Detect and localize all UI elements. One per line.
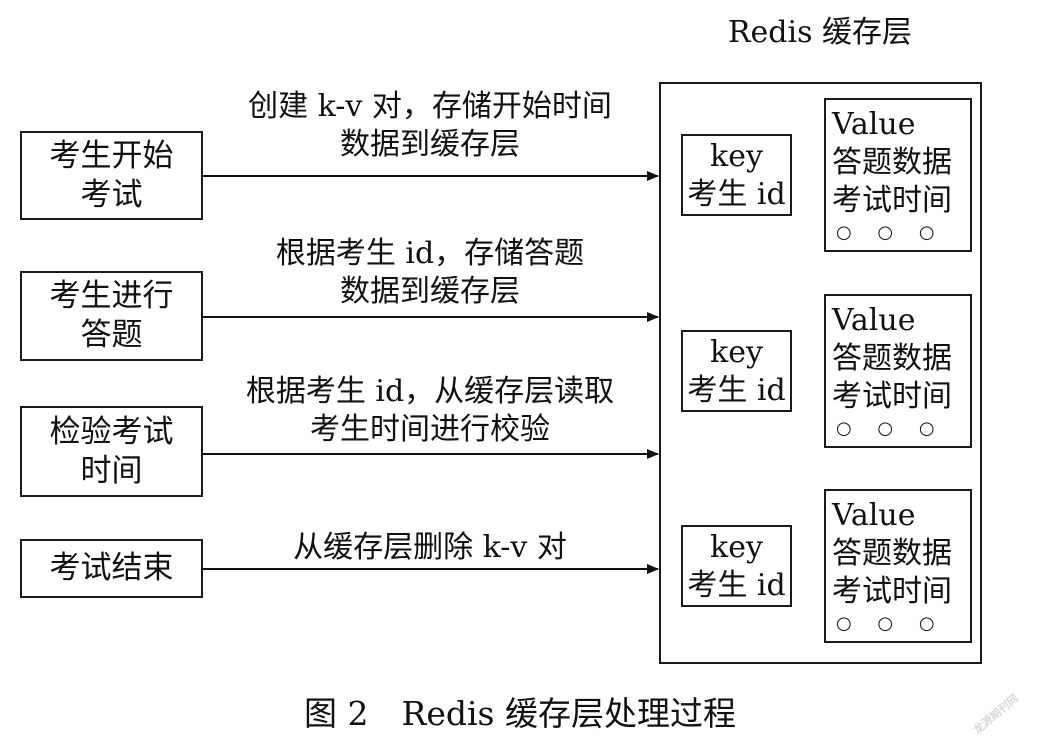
step-box-start-exam: 考生开始 考试 (20, 131, 203, 220)
ellipsis-dots: ○ ○ ○ (836, 418, 945, 439)
redis-layer-title: Redis 缓存层 (727, 15, 913, 50)
value-line: Value (832, 303, 916, 338)
arrow-label-line: 数据到缓存层 (340, 274, 520, 309)
arrow-label-answer: 根据考生 id，存储答题 数据到缓存层 (220, 235, 640, 311)
ellipsis-dots: ○ ○ ○ (836, 222, 945, 243)
key-line: 考生 id (687, 373, 786, 408)
key-line: 考生 id (687, 177, 786, 212)
step-box-line: 考试结束 (49, 550, 174, 586)
value-line: 答题数据 (832, 341, 952, 376)
arrow-label-end-exam: 从缓存层删除 k-v 对 (220, 529, 640, 567)
value-line: 答题数据 (832, 536, 952, 571)
step-box-line: 考生开始 (49, 137, 174, 174)
arrow-label-line: 根据考生 id，存储答题 (275, 236, 585, 271)
cache-value-box: Value 答题数据 考试时间 ○ ○ ○ (824, 294, 972, 448)
value-line: 考试时间 (832, 379, 952, 414)
step-box-line: 考生进行 (49, 278, 174, 314)
key-line: key (710, 335, 763, 370)
cache-value-box: Value 答题数据 考试时间 ○ ○ ○ (824, 98, 972, 252)
arrow-label-verify-time: 根据考生 id，从缓存层读取 考生时间进行校验 (220, 373, 640, 449)
arrow-label-line: 考生时间进行校验 (310, 412, 550, 447)
step-box-line: 考试 (80, 176, 143, 213)
cache-value-box: Value 答题数据 考试时间 ○ ○ ○ (824, 489, 972, 643)
arrow-label-line: 创建 k-v 对，存储开始时间 (248, 89, 612, 124)
key-line: key (710, 139, 763, 174)
arrow-label-line: 从缓存层删除 k-v 对 (293, 530, 567, 565)
value-line: 答题数据 (832, 145, 952, 180)
value-line: 考试时间 (832, 183, 952, 218)
step-box-line: 时间 (80, 452, 143, 489)
arrow-label-line: 数据到缓存层 (340, 127, 520, 162)
step-box-end-exam: 考试结束 (20, 539, 203, 598)
step-box-verify-time: 检验考试 时间 (20, 406, 203, 497)
figure-caption: 图 2 Redis 缓存层处理过程 (304, 694, 736, 733)
step-box-answer: 考生进行 答题 (20, 271, 203, 361)
step-box-line: 检验考试 (49, 413, 174, 450)
ellipsis-dots: ○ ○ ○ (836, 613, 945, 634)
redis-cache-container (659, 82, 982, 664)
value-line: 考试时间 (832, 574, 952, 609)
cache-key-box: key 考生 id (681, 330, 792, 412)
value-line: Value (832, 107, 916, 142)
cache-key-box: key 考生 id (681, 134, 792, 216)
key-line: 考生 id (687, 568, 786, 603)
arrow-label-line: 根据考生 id，从缓存层读取 (245, 374, 615, 409)
step-box-line: 答题 (80, 317, 143, 353)
key-line: key (710, 530, 763, 565)
value-line: Value (832, 498, 916, 533)
arrow-label-start-exam: 创建 k-v 对，存储开始时间 数据到缓存层 (220, 88, 640, 164)
cache-key-box: key 考生 id (681, 525, 792, 607)
